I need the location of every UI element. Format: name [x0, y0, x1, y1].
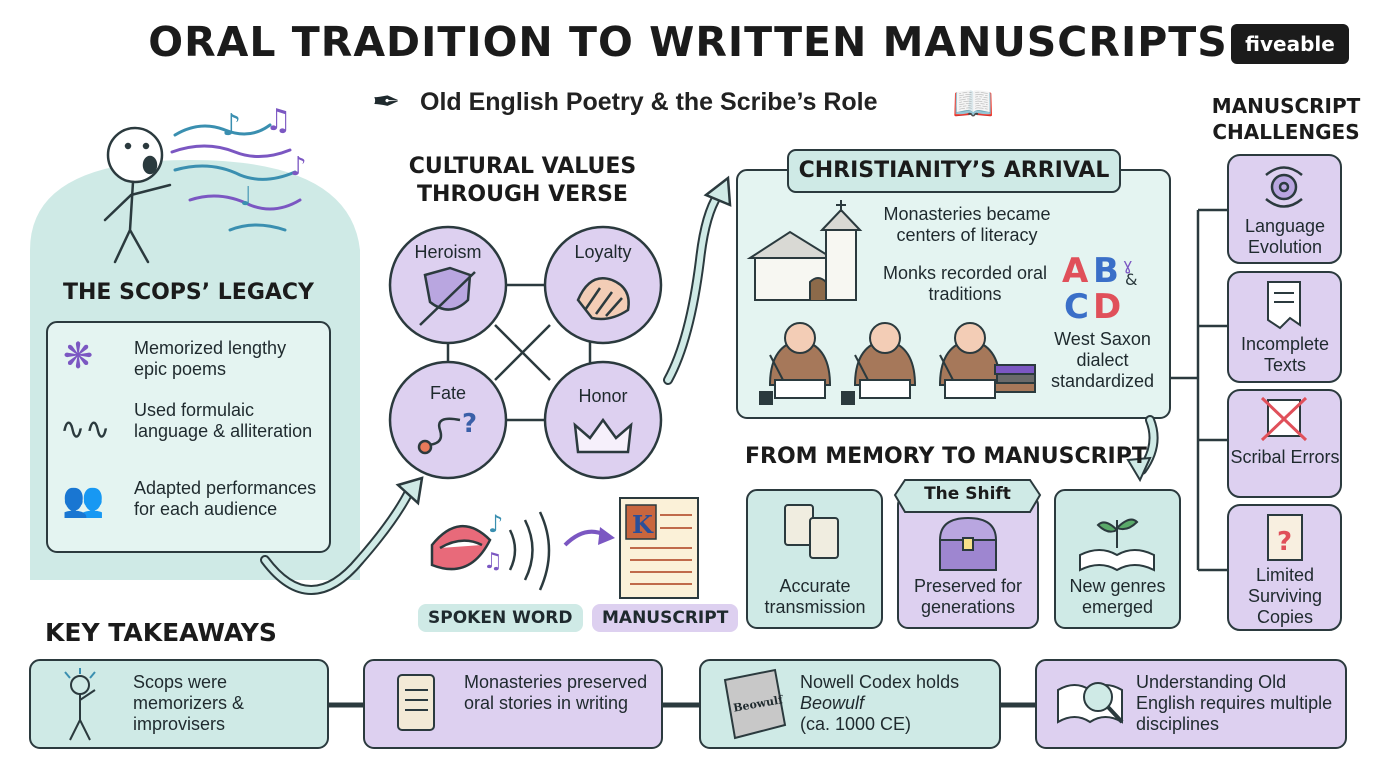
- takeaways-heading: KEY TAKEAWAYS: [45, 618, 277, 647]
- challenge-card-incomplete: [1227, 271, 1342, 383]
- fiveable-logo[interactable]: fiveable: [1231, 24, 1349, 64]
- svg-text:♫: ♫: [265, 103, 292, 138]
- svg-text:ɣ: ɣ: [1123, 255, 1133, 274]
- illuminated-manuscript-icon: K: [619, 497, 699, 599]
- scop-singer-icon: [103, 126, 172, 264]
- shield-sword-icon: [419, 266, 476, 326]
- manuscript-label: MANUSCRIPT: [592, 604, 739, 632]
- svg-text:♩: ♩: [240, 182, 252, 212]
- takeaway-card-1: [29, 659, 329, 749]
- monks-icon: [759, 322, 1036, 405]
- takeaway-card-2: [363, 659, 663, 749]
- value-label-honor: Honor: [578, 386, 628, 406]
- value-label-heroism: Heroism: [414, 242, 482, 262]
- scops-list-box: [46, 321, 331, 553]
- takeaway-3-em: Beowulf: [800, 693, 865, 713]
- svg-text:♪: ♪: [290, 152, 307, 182]
- challenge-1-text: Language Evolution: [1244, 216, 1326, 257]
- memory-card-2-text: Preserved for generations: [913, 576, 1023, 617]
- svg-text:&: &: [1125, 270, 1137, 289]
- quill-icon: ✒: [372, 83, 401, 121]
- scrolls-icon: [784, 504, 839, 559]
- challenges-connector: [1170, 208, 1228, 572]
- value-label-fate: Fate: [429, 383, 467, 403]
- svg-text:?: ?: [1277, 527, 1292, 557]
- memory-card-3-text: New genres emerged: [1069, 576, 1166, 617]
- gear-cycle-icon: [1265, 166, 1303, 208]
- scops-item-1: Memorized lengthy epic poems: [134, 338, 287, 379]
- beowulf-book-icon: [723, 668, 787, 740]
- page-subtitle: Old English Poetry & the Scribe’s Role: [420, 88, 878, 116]
- takeaway-4-text: Understanding Old English requires multi…: [1136, 672, 1333, 734]
- shift-banner-label: The Shift: [924, 484, 1011, 504]
- treasure-chest-icon: [938, 516, 998, 571]
- handshake-icon: [576, 277, 630, 321]
- music-notes-icon: ♪ ♫ ♪ ♩: [170, 103, 307, 232]
- shift-banner: [893, 479, 1042, 513]
- christianity-point-1: Monasteries became centers of literacy: [883, 204, 1051, 245]
- magnifier-book-icon: [1057, 682, 1124, 724]
- sound-waves-icon: [508, 511, 551, 591]
- scops-item-3: Adapted performances for each audience: [134, 478, 317, 519]
- crown-icon: [573, 417, 633, 454]
- scop-icon: [64, 668, 96, 741]
- svg-text:D: D: [1093, 287, 1121, 327]
- christianity-heading-pill: [787, 149, 1121, 193]
- svg-text:C: C: [1064, 287, 1089, 327]
- crossed-quill-icon: [1260, 396, 1308, 442]
- svg-text:?: ?: [462, 409, 477, 439]
- spoken-word-label: SPOKEN WORD: [418, 604, 583, 632]
- memory-card-1-text: Accurate transmission: [764, 576, 866, 617]
- takeaway-3-text: Nowell Codex holds Beowulf (ca. 1000 CE): [800, 672, 995, 735]
- challenge-2-text: Incomplete Texts: [1240, 334, 1330, 375]
- takeaway-2-text: Monasteries preserved oral stories in wr…: [464, 672, 648, 713]
- torn-page-icon: [1267, 281, 1301, 330]
- open-book-icon: 📖: [952, 85, 995, 123]
- challenge-card-language: [1227, 154, 1342, 264]
- sound-wave-icon: ∿∿: [60, 413, 111, 446]
- svg-text:♪: ♪: [222, 108, 241, 143]
- note-icon: ♫: [483, 549, 503, 574]
- challenge-3-text: Scribal Errors: [1230, 447, 1340, 467]
- value-label-loyalty: Loyalty: [574, 242, 632, 262]
- challenges-heading: MANUSCRIPT CHALLENGES: [1211, 94, 1361, 144]
- memory-heading: FROM MEMORY TO MANUSCRIPT: [745, 444, 1147, 469]
- takeaway-3-post: (ca. 1000 CE): [800, 714, 912, 734]
- winding-path-icon: ?: [417, 409, 477, 455]
- christianity-heading: CHRISTIANITY’S ARRIVAL: [798, 158, 1110, 183]
- christianity-point-2: Monks recorded oral traditions: [882, 263, 1048, 304]
- christianity-point-3: West Saxon dialect standardized: [1050, 329, 1155, 391]
- church-icon: [746, 200, 863, 301]
- values-heading: CULTURAL VALUES THROUGH VERSE: [408, 154, 637, 207]
- challenge-card-scribal: [1227, 389, 1342, 498]
- brain-gear-icon: ❋: [63, 335, 94, 376]
- page-title: ORAL TRADITION TO WRITTEN MANUSCRIPTS: [148, 18, 1228, 66]
- question-scroll-icon: ?: [1267, 514, 1303, 561]
- takeaway-3-pre: Nowell Codex holds: [800, 672, 960, 692]
- audience-icon: 👥: [62, 481, 105, 519]
- svg-text:K: K: [632, 510, 654, 539]
- takeaway-1-text: Scops were memorizers & improvisers: [133, 672, 245, 734]
- note-icon: ♪: [488, 510, 503, 538]
- challenge-card-limited: [1227, 504, 1342, 631]
- mouth-icon: [430, 524, 492, 571]
- letters-icon: A: [1062, 251, 1089, 291]
- svg-text:B: B: [1093, 251, 1119, 291]
- scops-item-2: Used formulaic language & alliteration: [134, 400, 313, 441]
- scops-heading: THE SCOPS’ LEGACY: [63, 280, 314, 305]
- scroll-icon: [397, 674, 435, 731]
- book-sprout-icon: [1079, 518, 1155, 572]
- challenge-4-text: Limited Surviving Copies: [1247, 565, 1323, 627]
- takeaway-card-4: [1035, 659, 1347, 749]
